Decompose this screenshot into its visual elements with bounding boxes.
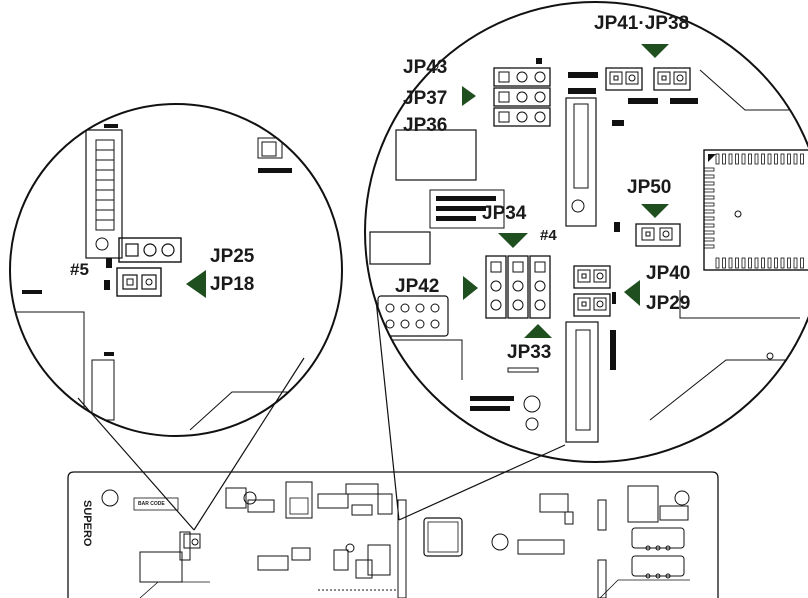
chip-pin xyxy=(780,153,785,165)
chip-pin xyxy=(703,230,715,235)
jp43-label: JP43 xyxy=(403,57,447,78)
jp34-label: JP34 xyxy=(482,203,527,224)
chip-pin xyxy=(703,244,715,249)
jp18-label: JP18 xyxy=(210,274,254,295)
chip-pin xyxy=(735,257,739,269)
jp41-header xyxy=(605,67,643,91)
zoom-circle-left: #5 JP25 JP18 xyxy=(9,103,343,437)
jp50-header xyxy=(635,223,681,247)
jp34-header-a xyxy=(485,255,507,319)
board-outline: SUPERO BAR CODE xyxy=(67,471,719,598)
jp25-header xyxy=(118,237,182,263)
chip-pin xyxy=(728,153,733,165)
jp40-header xyxy=(573,265,611,289)
chip-pin xyxy=(761,257,765,269)
chip-pin xyxy=(774,257,778,269)
jp37-label: JP37 xyxy=(403,88,447,109)
zoom-circle-right: #4 xyxy=(364,1,808,463)
chip-pin xyxy=(703,188,715,193)
jp50-arrow xyxy=(641,204,669,218)
jp29-header xyxy=(573,293,611,317)
chip-pin xyxy=(767,153,772,165)
jp42-label: JP42 xyxy=(395,276,439,297)
jp29-label: JP29 xyxy=(646,293,690,314)
jp41-jp38-arrow xyxy=(641,44,669,58)
chip-pin xyxy=(715,257,720,269)
hash5-mark: #5 xyxy=(70,260,89,279)
jp37-arrow xyxy=(462,86,476,106)
chip-pin xyxy=(722,257,726,269)
callout-cone-right xyxy=(375,299,566,521)
jp50-label: JP50 xyxy=(627,177,671,198)
jp33-arrow xyxy=(524,324,552,338)
chip-pin xyxy=(703,167,715,172)
chip-pin xyxy=(703,216,715,221)
jp18-header xyxy=(116,267,162,297)
chip-pin xyxy=(754,153,759,165)
jp18-arrow xyxy=(186,270,206,298)
chip-pin xyxy=(703,209,715,214)
chip-pin xyxy=(787,153,791,165)
jp42-arrow xyxy=(463,276,478,300)
jp41-jp38-label: JP41·JP38 xyxy=(594,13,689,34)
chip-pin xyxy=(703,223,715,228)
chip-pin xyxy=(741,153,746,165)
jp33-label: JP33 xyxy=(507,342,551,363)
jp34-header-c xyxy=(529,255,551,319)
chip-pin xyxy=(703,237,715,242)
chip-pin xyxy=(793,257,798,269)
jp25-label: JP25 xyxy=(210,246,255,267)
chip-pin xyxy=(780,257,785,269)
chip-pin xyxy=(767,257,772,269)
hash4-mark: #4 xyxy=(540,227,557,244)
callout-cone-left xyxy=(77,357,305,531)
chip-pin xyxy=(800,257,804,269)
jp37-header xyxy=(493,87,551,107)
chip-pin xyxy=(748,153,752,165)
chip-pin xyxy=(800,153,804,165)
chip-pin xyxy=(761,153,765,165)
chip-pin xyxy=(703,181,715,186)
chip-pin xyxy=(774,153,778,165)
mount-hole xyxy=(101,489,119,507)
chip-pin xyxy=(754,257,759,269)
brand-text: SUPERO xyxy=(81,500,93,547)
jp40-label: JP40 xyxy=(646,263,690,284)
chip-pin xyxy=(741,257,746,269)
jp34-arrow xyxy=(498,233,528,248)
chip-pin xyxy=(722,153,726,165)
chip-pin xyxy=(787,257,791,269)
chip-pin xyxy=(703,202,715,207)
jp36-header xyxy=(493,107,551,127)
chip-pin xyxy=(793,153,798,165)
jp43-header xyxy=(493,67,551,87)
jp36-label: JP36 xyxy=(403,115,447,136)
jp34-header-b xyxy=(507,255,529,319)
jp40-jp29-arrow xyxy=(624,280,640,306)
chip-pin xyxy=(715,153,720,165)
chip-pin xyxy=(735,153,739,165)
chip-pin xyxy=(703,174,715,179)
chip-pin xyxy=(748,257,752,269)
jp38-header xyxy=(653,67,691,91)
chip-pin xyxy=(703,195,715,200)
chip-pin xyxy=(728,257,733,269)
cpu-chip xyxy=(703,149,808,271)
barcode-text: BAR CODE xyxy=(138,501,165,507)
